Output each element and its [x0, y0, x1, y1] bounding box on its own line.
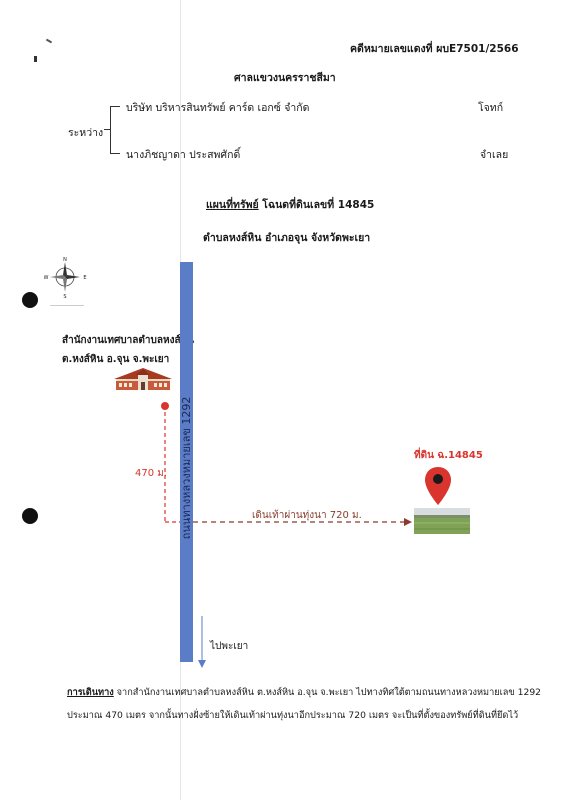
walk-distance-label: เดินเท้าผ่านทุ่งนา 720 ม. [252, 510, 362, 521]
south-arrow-icon [198, 616, 206, 668]
to-phayao-label: ไปพะเยา [210, 641, 249, 652]
deed-number: โฉนดที่ดินเลขที่ 14845 [258, 199, 375, 211]
land-parcel-label: ที่ดิน ฉ.14845 [414, 450, 483, 461]
case-number: คดีหมายเลขแดงที่ ผบE7501/2566 [350, 43, 519, 55]
highway-1292 [180, 262, 193, 662]
map-title-label: แผนที่ทรัพย์ [206, 199, 259, 211]
defendant-name: นางภิชญาดา ประสพศักดิ์ [126, 149, 241, 161]
punch-hole [22, 508, 38, 524]
bracket-tick [104, 129, 111, 130]
compass-s: S [63, 294, 66, 300]
compass-rose-icon: N S E W [44, 257, 87, 306]
walk-arrowhead [404, 518, 412, 526]
between-label: ระหว่าง [68, 127, 104, 139]
compass-e: E [83, 275, 86, 281]
rice-field-photo [414, 508, 470, 534]
office-address: ต.หงส์หิน อ.จุน จ.พะเยา [62, 354, 170, 365]
map-title: แผนที่ทรัพย์ โฉนดที่ดินเลขที่ 14845 [206, 196, 374, 213]
office-building-icon [114, 368, 172, 390]
scan-mark [34, 56, 37, 62]
distance-470: 470 ม. [135, 468, 168, 479]
office-name: สำนักงานเทศบาลตำบลหงส์หิน [62, 335, 194, 346]
compass-w: W [44, 275, 49, 281]
plaintiff-name: บริษัท บริหารสินทรัพย์ คาร์ด เอกซ์ จำกัด [126, 102, 310, 114]
punch-hole [22, 292, 38, 308]
directions-line1: การเดินทาง จากสำนักงานเทศบาลตำบลหงส์หิน … [67, 685, 541, 700]
compass-n: N [63, 257, 67, 263]
directions-text-1: จากสำนักงานเทศบาลตำบลหงส์หิน ต.หงส์หิน อ… [113, 687, 542, 698]
location-line: ตำบลหงส์หิน อำเภอจุน จังหวัดพะเยา [203, 232, 371, 244]
office-marker [161, 402, 169, 410]
defendant-role: จำเลย [480, 149, 509, 161]
court-name: ศาลแขวงนครราชสีมา [234, 72, 336, 84]
directions-line2: ประมาณ 470 เมตร จากนั้นทางฝั่งซ้ายให้เดิ… [67, 710, 519, 721]
directions-heading: การเดินทาง [67, 687, 114, 698]
plaintiff-role: โจทก์ [478, 102, 504, 114]
map-pin-icon [425, 467, 451, 505]
parties-bracket [110, 106, 120, 154]
